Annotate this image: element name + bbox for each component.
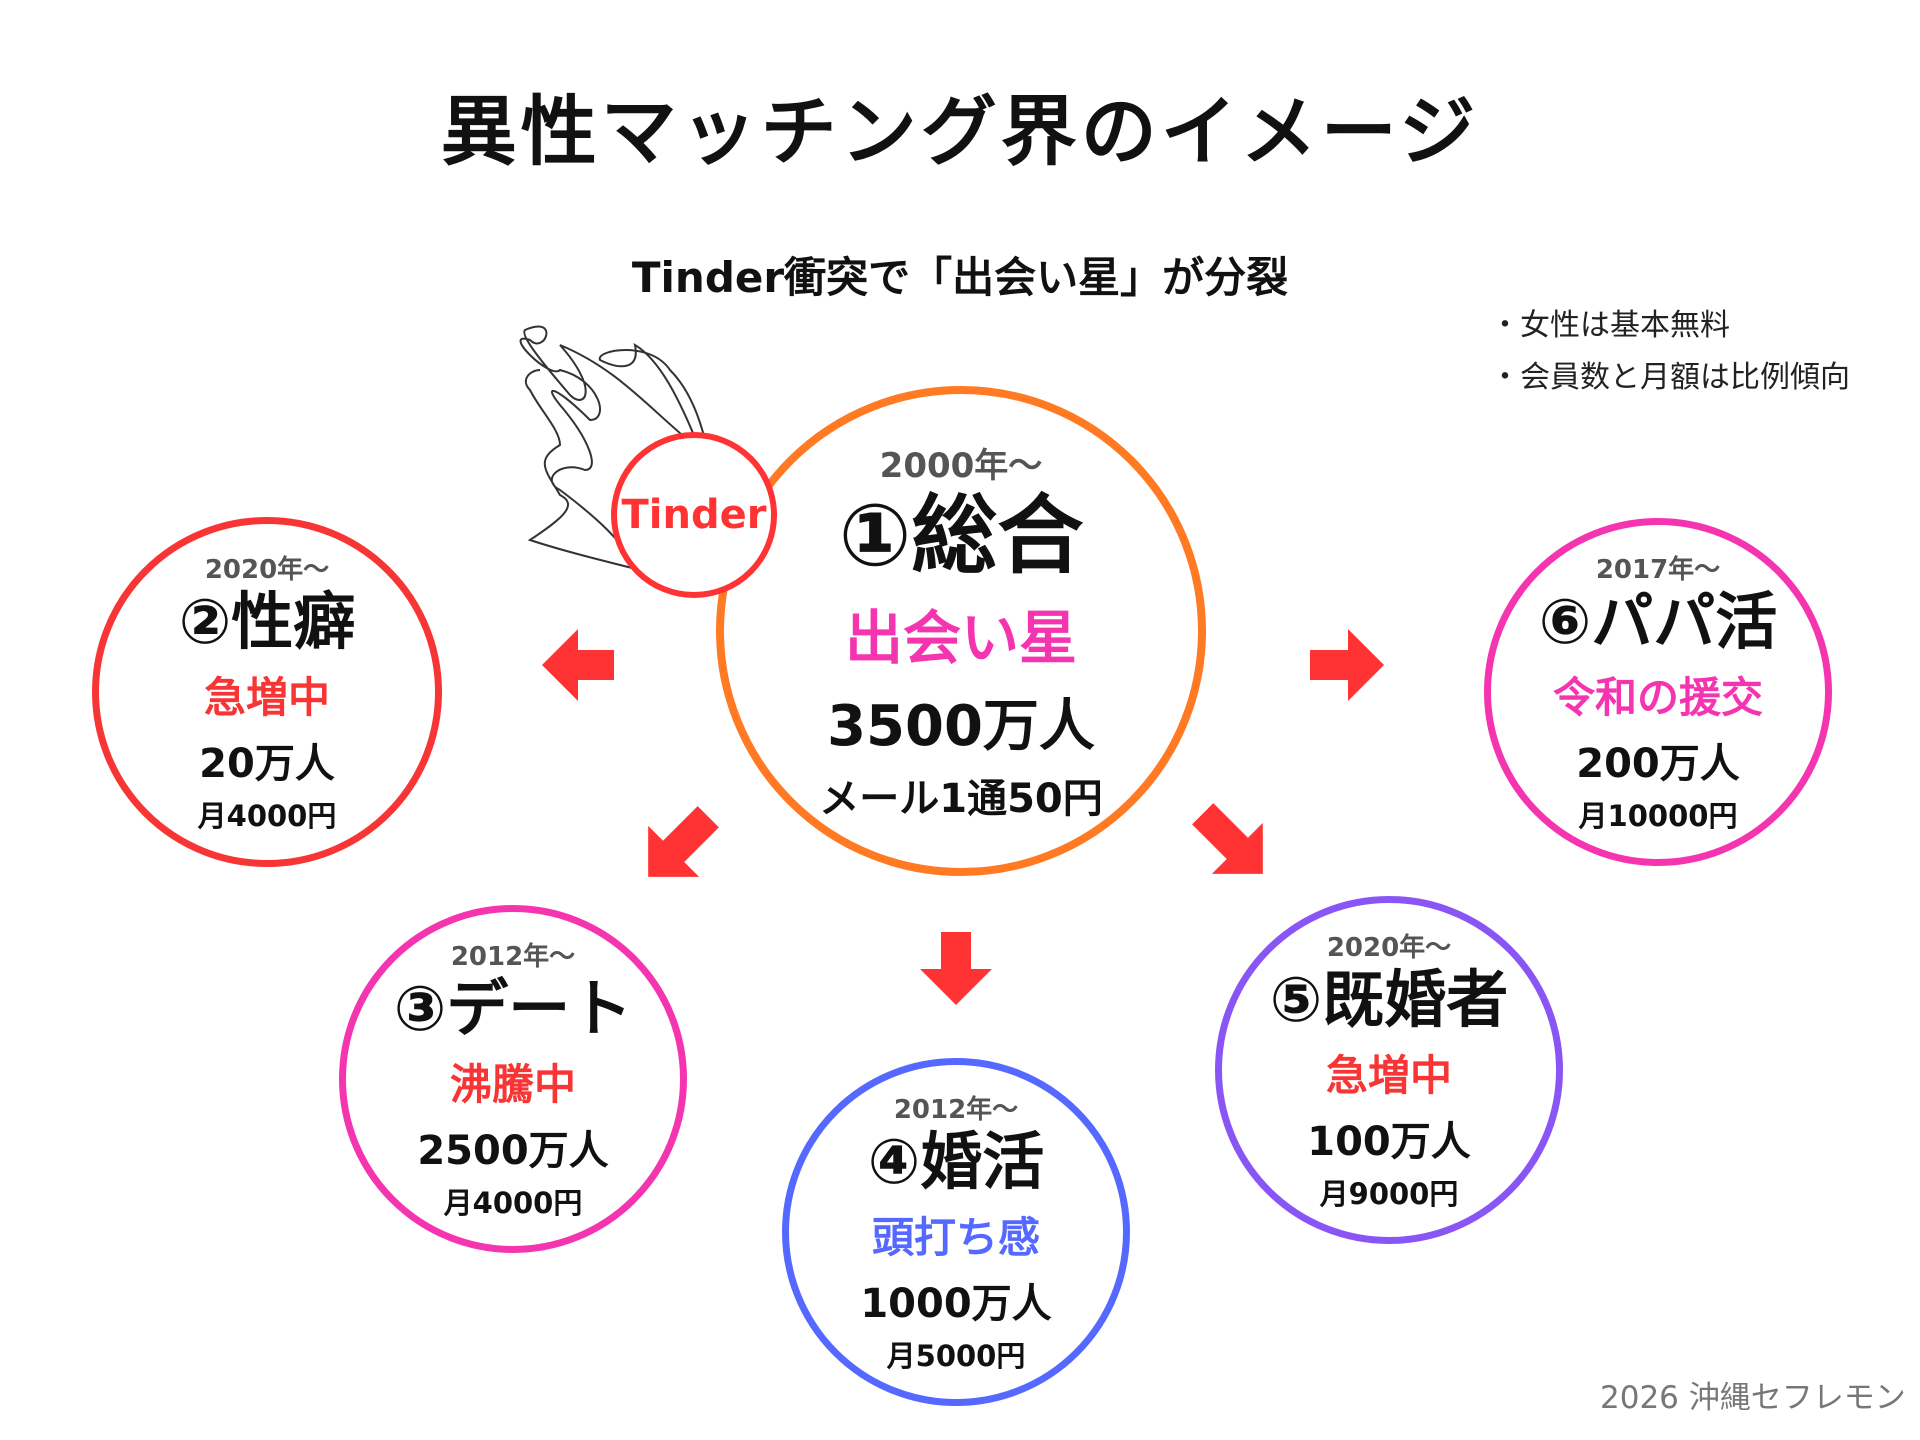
arrow-down-icon: [920, 932, 992, 1005]
price: メール1通50円: [819, 776, 1103, 823]
year: 2020年～: [1326, 933, 1452, 964]
price: 月9000円: [1319, 1176, 1459, 1211]
arrow-down-left-icon: [648, 806, 719, 877]
tagline: 急増中: [1325, 1050, 1452, 1100]
year: 2000年～: [879, 445, 1043, 486]
category-name: ⑥パパ活: [1538, 585, 1778, 659]
circle-sugar-dating: 2017年～ ⑥パパ活 令和の援交 200万人 月10000円: [1484, 518, 1832, 866]
member-count: 2500万人: [417, 1127, 609, 1174]
member-count: 200万人: [1576, 740, 1740, 787]
category-name: ①総合: [838, 485, 1084, 586]
category-name: ②性癖: [178, 585, 356, 659]
member-count: 100万人: [1307, 1118, 1471, 1165]
year: 2012年～: [893, 1095, 1019, 1126]
tagline: 頭打ち感: [871, 1212, 1040, 1262]
circle-dating: 2012年～ ③デート 沸騰中 2500万人 月4000円: [339, 905, 687, 1253]
member-count: 3500万人: [827, 694, 1095, 760]
price: 月5000円: [886, 1338, 1026, 1373]
year: 2012年～: [450, 942, 576, 973]
price: 月4000円: [443, 1185, 583, 1220]
tagline: 出会い星: [844, 604, 1077, 673]
notes: ・女性は基本無料 ・会員数と月額は比例傾向: [1490, 300, 1850, 404]
price: 月10000円: [1578, 798, 1738, 833]
circle-marriage-hunting: 2012年～ ④婚活 頭打ち感 1000万人 月5000円: [782, 1058, 1130, 1406]
category-name: ⑤既婚者: [1269, 963, 1509, 1037]
flame-icon: [598, 342, 706, 451]
tagline: 沸騰中: [449, 1059, 576, 1109]
tinder-badge: Tinder: [611, 432, 777, 598]
category-name: ③デート: [393, 972, 633, 1046]
price: 月4000円: [197, 798, 337, 833]
note: ・女性は基本無料: [1490, 308, 1730, 343]
member-count: 20万人: [199, 740, 335, 787]
category-name: ④婚活: [867, 1125, 1045, 1199]
circle-married: 2020年～ ⑤既婚者 急増中 100万人 月9000円: [1215, 896, 1563, 1244]
member-count: 1000万人: [860, 1280, 1052, 1327]
flame-icon: [519, 325, 701, 572]
footer-credit: 2026 沖縄セフレモン: [1600, 1380, 1906, 1416]
page-title: 異性マッチング界のイメージ: [440, 87, 1480, 176]
tagline: 令和の援交: [1552, 672, 1763, 722]
subtitle: Tinder衝突で「出会い星」が分裂: [631, 253, 1289, 302]
year: 2020年～: [204, 555, 330, 586]
arrow-left-icon: [542, 629, 614, 701]
circle-fetish: 2020年～ ②性癖 急増中 20万人 月4000円: [92, 517, 442, 867]
circle-general: 2000年～ ①総合 出会い星 3500万人 メール1通50円: [716, 386, 1206, 876]
arrow-down-right-icon: [1192, 803, 1263, 874]
arrow-right-icon: [1310, 629, 1384, 701]
year: 2017年～: [1595, 555, 1721, 586]
note: ・会員数と月額は比例傾向: [1490, 360, 1850, 395]
tagline: 急増中: [203, 672, 330, 722]
